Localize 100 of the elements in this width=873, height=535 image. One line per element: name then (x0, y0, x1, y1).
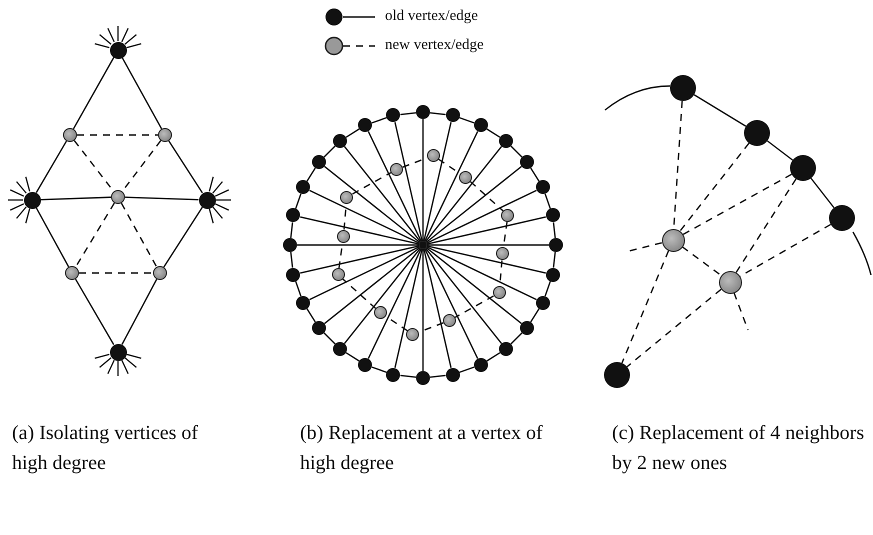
shaded-vertex (662, 228, 684, 252)
shaded-vertex (332, 268, 345, 282)
graph-edge (426, 246, 522, 324)
graph-edge (423, 248, 452, 368)
solid-vertex (474, 358, 488, 372)
graph-edge (368, 248, 422, 359)
solid-vertex (498, 134, 513, 148)
graph-edge (426, 190, 537, 244)
graph-edge (426, 166, 522, 244)
graph-edge (402, 157, 428, 168)
solid-vertex (333, 342, 348, 356)
graph-edge (368, 131, 422, 242)
figure-caption: (c) Replacement of 4 neighbors by 2 new ones (612, 421, 866, 476)
shaded-vertex (337, 230, 350, 243)
solid-vertex (312, 155, 326, 170)
solid-vertex (446, 368, 460, 382)
graph-edge (424, 248, 502, 344)
solid-vertex (416, 371, 430, 385)
graph-edge (124, 196, 199, 200)
solid-vertex (110, 42, 126, 58)
solid-vertex (386, 368, 400, 382)
shaded-vertex (501, 208, 514, 222)
solid-vertex (546, 208, 560, 222)
solid-vertex (296, 180, 310, 194)
solid-vertex (670, 75, 696, 101)
graph-edge (346, 352, 360, 362)
graph-edge (394, 248, 423, 368)
graph-edge (458, 366, 474, 374)
graph-edge (626, 288, 722, 368)
shaded-vertex (340, 190, 354, 204)
graph-edge (810, 178, 835, 208)
solid-vertex (446, 108, 460, 122)
solid-vertex (198, 192, 216, 208)
graph-edge (427, 244, 549, 246)
graph-edge (120, 202, 158, 268)
graph-edge (323, 332, 336, 345)
shaded-vertex (65, 266, 79, 280)
graph-edge (552, 252, 556, 268)
graph-edge (682, 174, 792, 236)
shaded-vertex (442, 314, 456, 327)
graph-edge (400, 112, 416, 116)
graph-edge (454, 295, 494, 318)
graph-edge (309, 190, 420, 244)
graph-edge (290, 222, 294, 238)
solid-vertex (536, 180, 550, 194)
graph-edge (424, 131, 478, 242)
graph-edge (309, 246, 420, 300)
graph-edge (294, 280, 302, 296)
solid-vertex (333, 134, 348, 148)
graph-edge (422, 119, 424, 241)
graph-edge (168, 140, 203, 194)
graph-edge (510, 145, 523, 158)
graph-edge (426, 246, 537, 300)
graph-edge (510, 332, 523, 345)
solid-vertex (520, 155, 534, 170)
graph-edge (486, 128, 500, 138)
graph-edge (544, 194, 552, 210)
shaded-vertex (374, 306, 387, 320)
graph-edge (290, 252, 294, 268)
shaded-vertex (153, 266, 167, 280)
solid-vertex (520, 320, 534, 335)
graph-edge (552, 222, 556, 238)
graph-edge (423, 122, 452, 242)
graph-edge (40, 196, 112, 200)
solid-vertex (24, 192, 40, 208)
solid-vertex (549, 238, 563, 252)
solid-vertex (536, 296, 550, 310)
solid-vertex (283, 238, 297, 252)
solid-vertex (296, 296, 310, 310)
graph-edge (74, 278, 114, 345)
solid-vertex (358, 118, 372, 132)
solid-vertex (286, 268, 300, 282)
shaded-vertex (63, 128, 77, 142)
graph-edge (306, 308, 316, 322)
graph-edge (621, 250, 670, 364)
graph-edge (430, 374, 446, 378)
solid-vertex (110, 344, 126, 360)
graph-edge (294, 194, 302, 210)
figure-caption: (b) Replacement at a vertex of high degree (300, 421, 544, 476)
solid-vertex (829, 205, 855, 231)
legend-text: new vertex/edge (385, 37, 484, 54)
graph-edge (324, 166, 420, 244)
shaded-vertex (426, 149, 440, 162)
graph-edge (75, 202, 115, 268)
graph-edge (424, 146, 502, 242)
graph-edge (680, 142, 750, 232)
graph-edge (352, 172, 392, 195)
graph-edge (323, 145, 336, 158)
graph-edge (530, 168, 540, 182)
solid-vertex (358, 358, 372, 372)
graph-edge (530, 308, 540, 322)
graph-edge (544, 280, 552, 296)
graph-edge (486, 352, 500, 362)
legend-text: old vertex/edge (385, 8, 478, 25)
graph-edge (300, 245, 420, 274)
graph-edge (426, 245, 546, 274)
graph-edge (35, 207, 70, 268)
shaded-vertex (406, 328, 420, 341)
shaded-vertex (158, 128, 172, 142)
solid-vertex (416, 105, 430, 119)
